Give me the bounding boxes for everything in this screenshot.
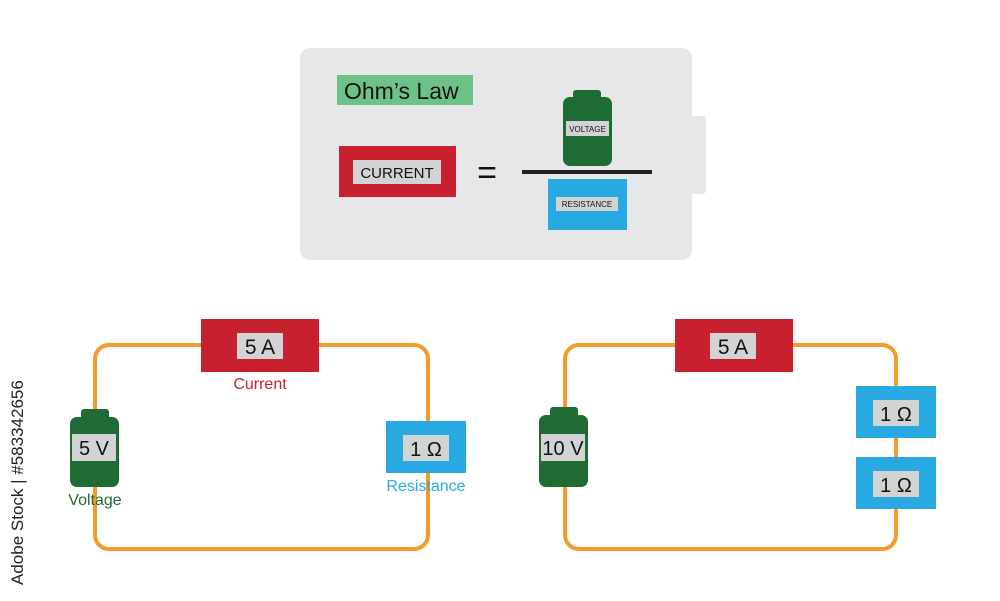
panel-terminal [688, 116, 706, 194]
stock-credit: Adobe Stock | #583342656 [8, 380, 27, 585]
left-voltage-value: 5 V [79, 438, 110, 460]
right-resistor-2-value-bg [873, 471, 919, 497]
fraction-bar [522, 170, 652, 174]
left-battery-icon [70, 409, 119, 487]
equals-sign: = [477, 154, 497, 192]
left-voltage-caption: Voltage [68, 492, 121, 509]
left-current-value: 5 A [245, 336, 275, 359]
circuit-left: 5 A Current 5 V Voltage 1 Ω Resistance [68, 319, 466, 551]
resistance-label: RESISTANCE [562, 200, 613, 209]
right-resistor-1-value-bg [873, 400, 919, 426]
current-label: CURRENT [360, 165, 433, 182]
voltage-battery-icon [563, 90, 612, 166]
ohms-law-panel: Ohm’s Law CURRENT = VOLTAGE RESISTANCE [300, 48, 706, 260]
left-current-value-bg [237, 333, 283, 359]
right-current-value: 5 A [718, 336, 748, 359]
right-current-value-bg [710, 333, 756, 359]
right-battery-icon [539, 407, 588, 487]
left-resistor-value: 1 Ω [410, 439, 442, 461]
right-wire [563, 343, 898, 551]
left-resistance-caption: Resistance [386, 478, 465, 495]
right-resistor-1-value: 1 Ω [880, 404, 912, 426]
circuit-right: 5 A 10 V 1 Ω 1 Ω [539, 319, 936, 551]
panel-title: Ohm’s Law [344, 78, 459, 104]
current-label-bg [353, 160, 441, 184]
right-resistor-2-value: 1 Ω [880, 475, 912, 497]
title-highlight [337, 75, 473, 105]
resistance-label-bg [556, 197, 618, 211]
left-resistor-value-bg [403, 435, 449, 461]
voltage-label: VOLTAGE [569, 125, 606, 134]
right-voltage-value: 10 V [542, 438, 584, 460]
left-current-caption: Current [233, 376, 287, 393]
